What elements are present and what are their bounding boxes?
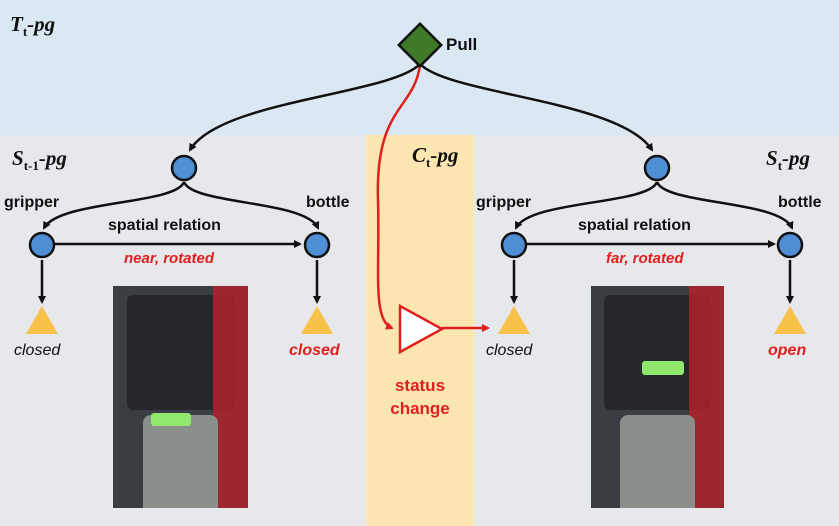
left-robot-photo <box>113 286 248 508</box>
change-graph-title: Ct-pg <box>412 143 459 171</box>
right-gripper-state: closed <box>486 342 533 359</box>
edge-root-left <box>188 63 421 152</box>
right-bottle-node <box>776 231 804 259</box>
left-gripper-state: closed <box>14 342 61 359</box>
edge-left-bottle <box>182 181 320 230</box>
left-gripper-state-triangle <box>26 306 58 334</box>
right-bottle-state: open <box>768 342 807 359</box>
right-relation-value: far, rotated <box>606 250 684 267</box>
left-bottle-node <box>303 231 331 259</box>
left-state-node <box>170 154 198 182</box>
edge-root-change <box>376 63 422 330</box>
right-relation-label: spatial relation <box>578 217 691 234</box>
left-gripper-node <box>28 231 56 259</box>
right-bottle-label: bottle <box>778 194 822 211</box>
left-gripper-label: gripper <box>4 194 60 211</box>
right-robot-photo <box>591 286 724 508</box>
left-bottle-label: bottle <box>306 194 350 211</box>
edge-right-bottle <box>655 181 794 230</box>
cur-state-graph-title: St-pg <box>766 146 811 174</box>
status-change-gate <box>398 303 445 355</box>
edge-root-right <box>419 63 654 152</box>
left-relation-label: spatial relation <box>108 217 221 234</box>
edge-right-gripper <box>514 181 659 230</box>
right-gripper-state-triangle <box>498 306 530 334</box>
right-state-node <box>643 154 671 182</box>
left-bottle-state: closed <box>289 342 340 359</box>
status-change-line2: change <box>390 399 450 418</box>
right-gripper-label: gripper <box>476 194 532 211</box>
left-relation-value: near, rotated <box>124 250 215 267</box>
status-change-label: status change <box>380 374 460 420</box>
edge-left-gripper <box>42 181 186 230</box>
status-change-line1: status <box>394 376 446 395</box>
task-graph-title: Tt-pg <box>10 12 56 40</box>
right-gripper-node <box>500 231 528 259</box>
root-diamond <box>397 22 443 68</box>
prev-state-graph-title: St-1-pg <box>12 146 67 174</box>
right-bottle-state-triangle <box>774 306 806 334</box>
root-label: Pull <box>446 35 478 54</box>
left-bottle-state-triangle <box>301 306 333 334</box>
